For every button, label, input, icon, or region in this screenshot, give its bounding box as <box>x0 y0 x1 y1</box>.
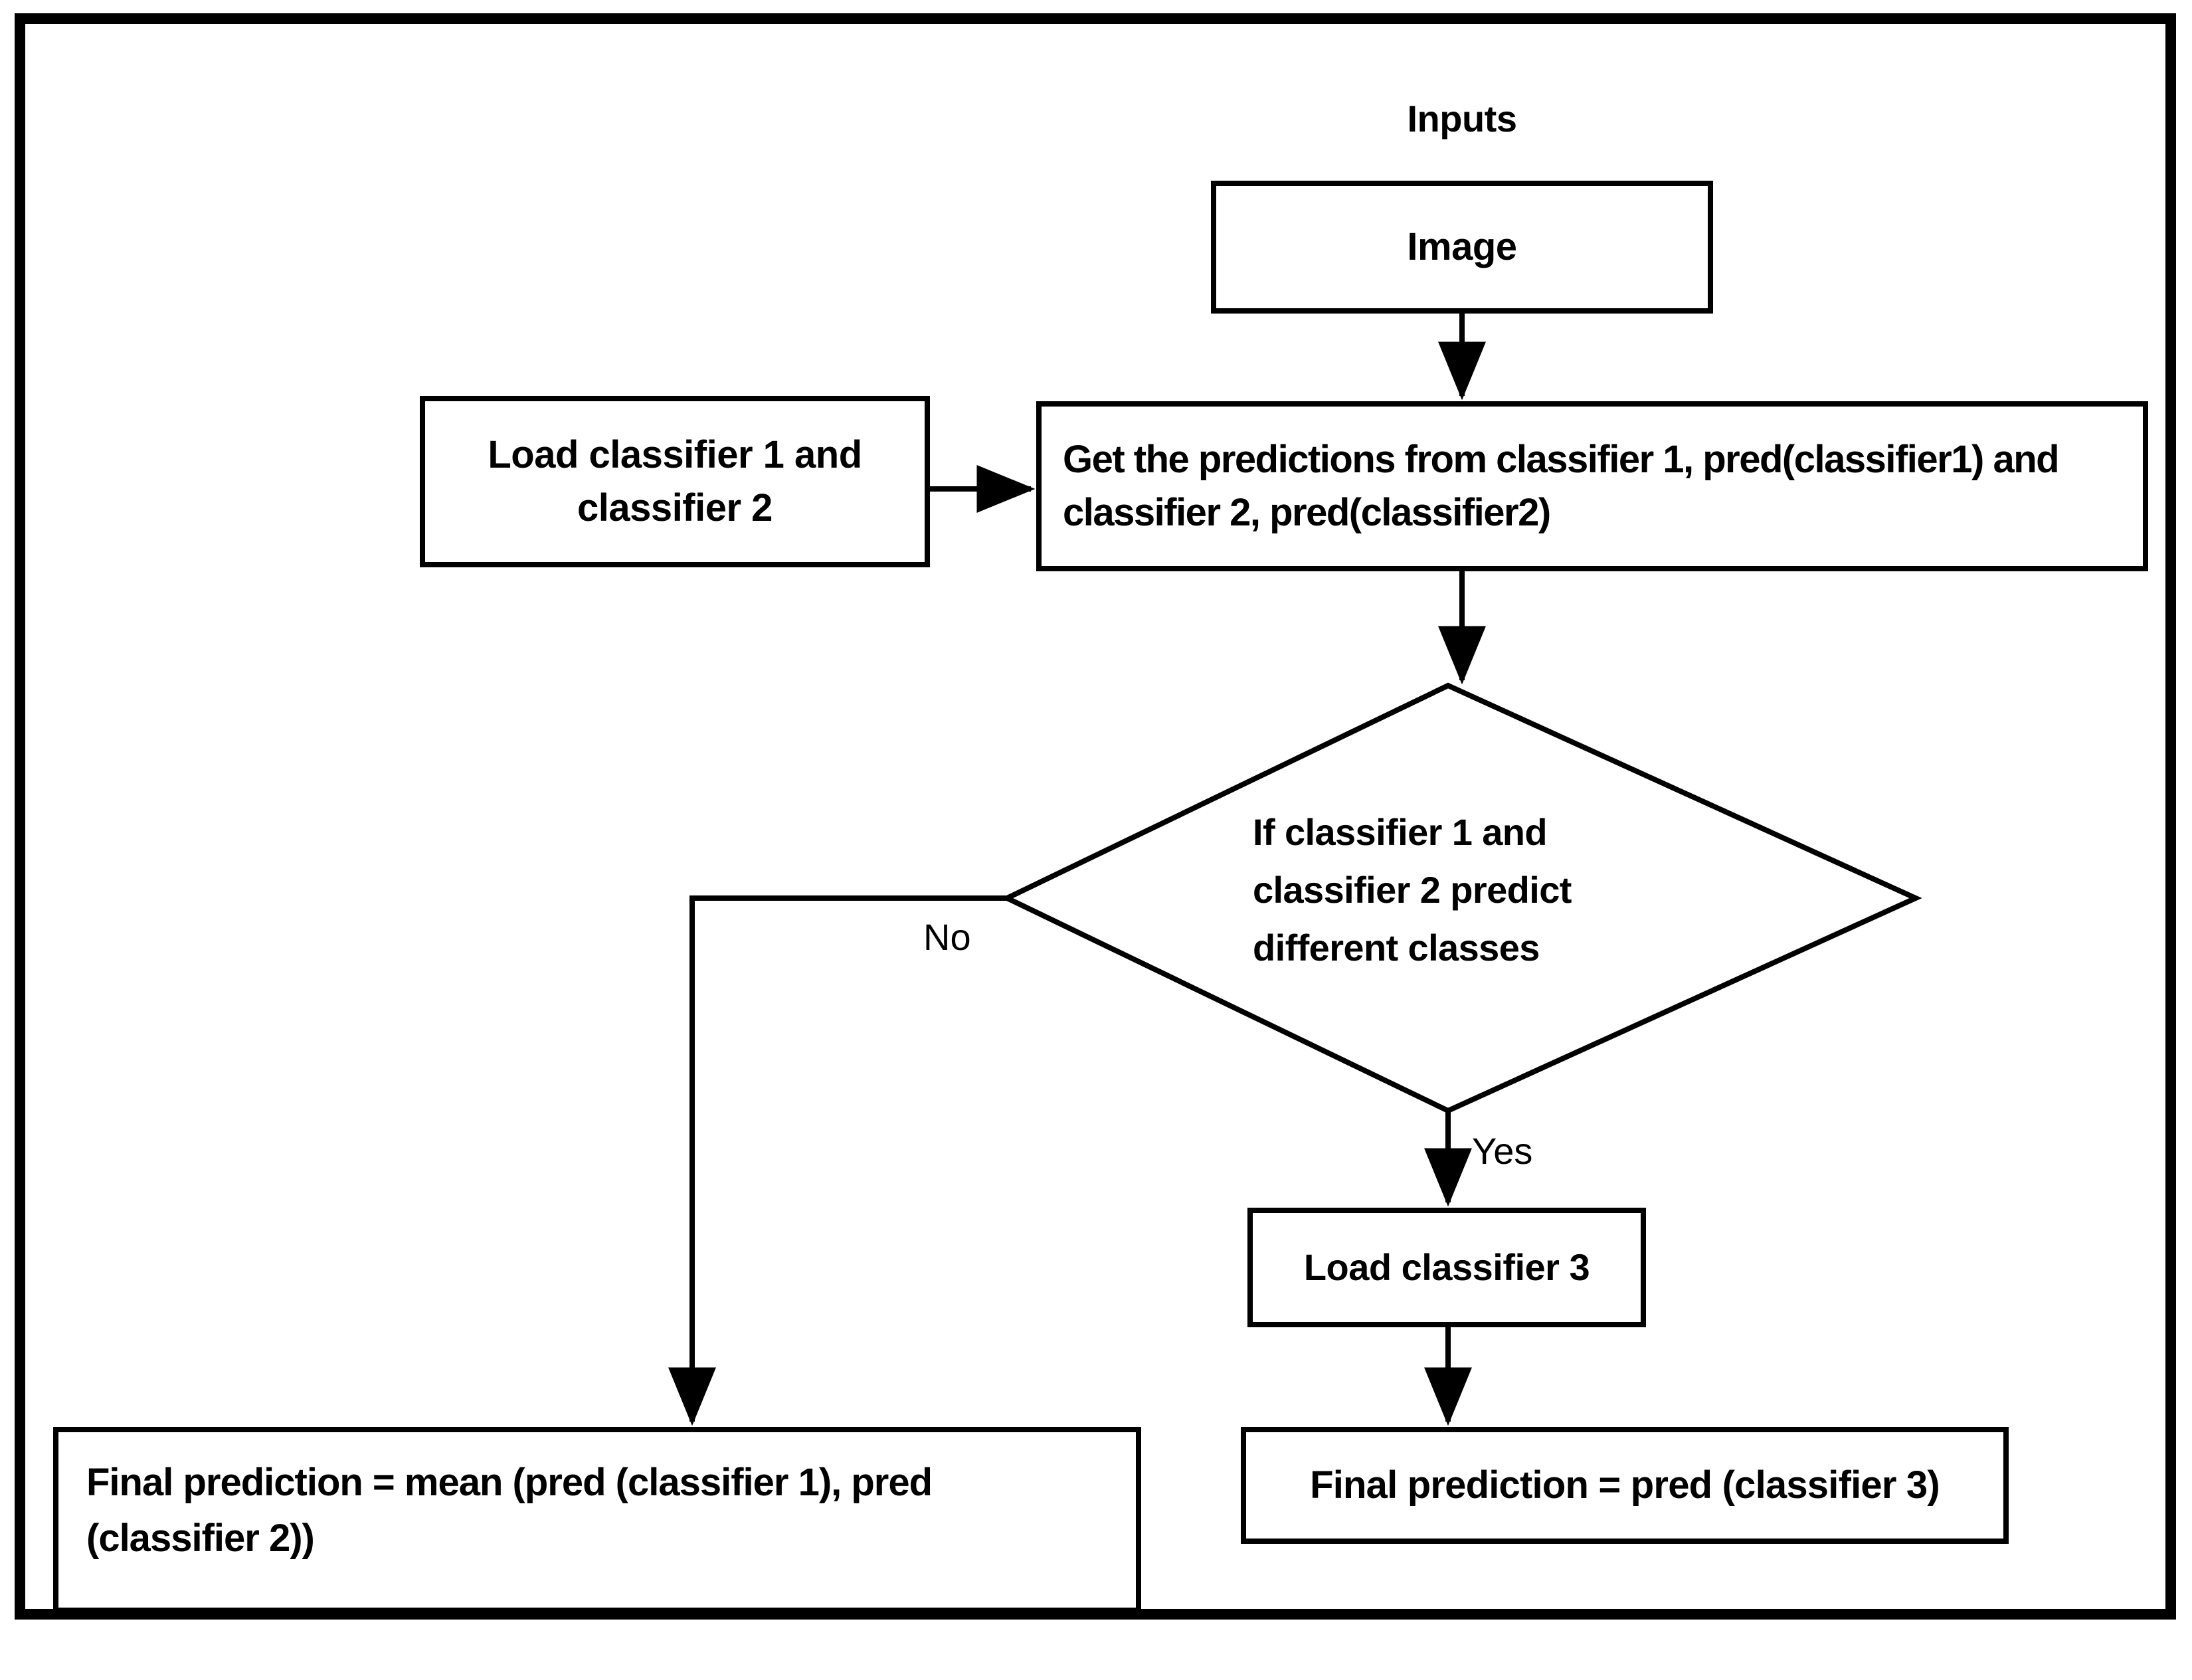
edge-label-yes: Yes <box>1472 1130 1533 1172</box>
edge-label-no: No <box>923 916 971 958</box>
node-load-classifier-3-label: Load classifier 3 <box>1303 1246 1590 1289</box>
edge-decision-no-to-final-mean <box>668 895 1007 1426</box>
node-final-mean-shape <box>53 1427 1141 1613</box>
node-final-pred3-label: Final prediction = pred (classifier 3) <box>1310 1463 1940 1507</box>
node-final-pred3-shape <box>1241 1427 2009 1544</box>
node-final-mean-label: Final prediction = mean (pred (classifie… <box>86 1461 943 1560</box>
page-title: Inputs <box>1407 98 1517 140</box>
node-image-shape <box>1211 181 1713 314</box>
outer-frame <box>15 13 2176 1620</box>
node-get-predictions-label: Get the predictions from classifier 1, p… <box>1063 438 2068 535</box>
node-load-classifiers-12-shape <box>420 396 930 567</box>
node-load-classifier-3-shape <box>1247 1208 1646 1327</box>
node-decision-label: If classifier 1 and classifier 2 predict… <box>1253 811 1582 969</box>
node-get-predictions-shape <box>1036 401 2148 571</box>
node-load-classifiers-12-label: Load classifier 1 and classifier 2 <box>488 432 873 529</box>
node-image-label: Image <box>1407 225 1517 268</box>
